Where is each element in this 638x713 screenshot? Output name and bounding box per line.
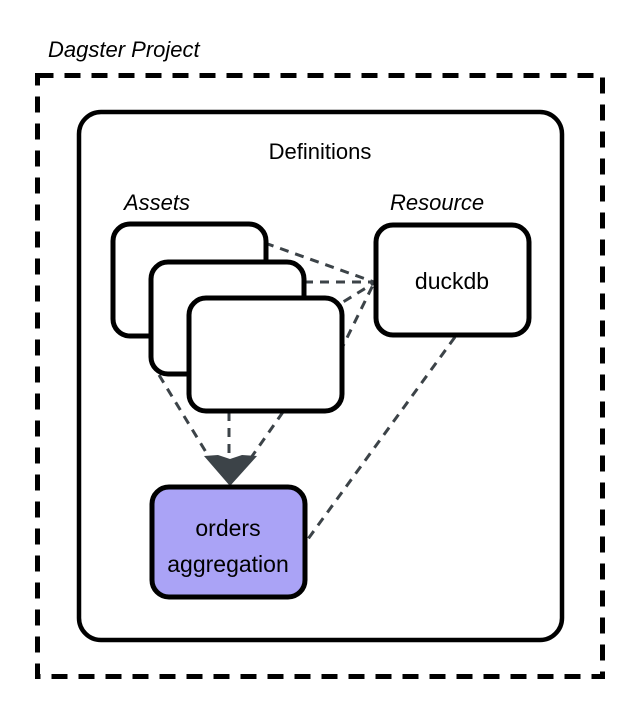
edge-asset1-to-orders	[157, 374, 214, 463]
duckdb-node-box[interactable]	[373, 222, 532, 338]
diagram-title: Dagster Project	[48, 37, 201, 62]
definitions-label: Definitions	[269, 139, 372, 164]
edge-asset3-to-orders	[246, 411, 285, 463]
resource-group-label: Resource	[390, 190, 484, 215]
orders-aggregation-node[interactable]: orders aggregation	[149, 484, 308, 600]
duckdb-node[interactable]: duckdb	[373, 222, 532, 338]
assets-card-stack	[110, 221, 345, 414]
assets-group-label: Assets	[122, 190, 190, 215]
duckdb-node-label: duckdb	[415, 268, 489, 294]
orders-aggregation-box[interactable]	[149, 484, 308, 600]
orders-aggregation-label-line-2: aggregation	[167, 551, 289, 577]
arrowhead-icon	[204, 455, 257, 486]
asset-card-3[interactable]	[186, 295, 345, 414]
dagster-project-boundary	[35, 73, 605, 679]
edge-asset3-to-duckdb	[338, 282, 376, 353]
edge-asset1-to-duckdb	[264, 241, 375, 284]
orders-aggregation-label-line-1: orders	[195, 515, 260, 541]
edge-duckdb-to-orders	[306, 336, 457, 540]
